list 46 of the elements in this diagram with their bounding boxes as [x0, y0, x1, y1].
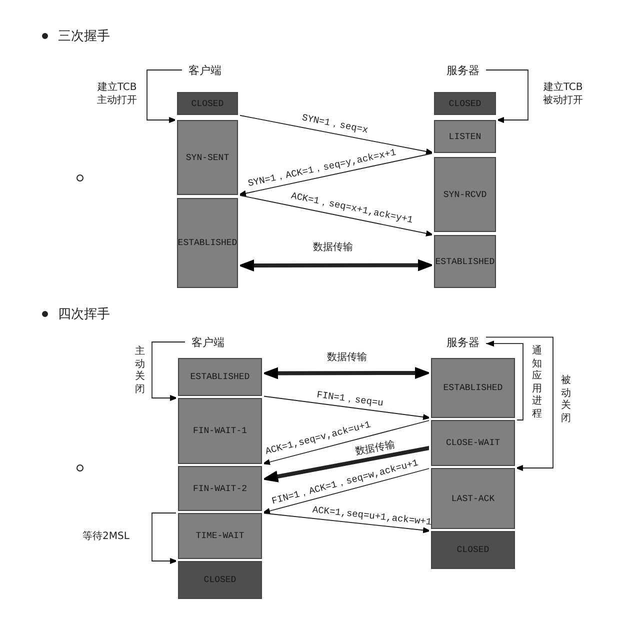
state-box: CLOSE-WAIT — [431, 420, 515, 466]
state-box: ESTABLISHED — [178, 358, 262, 396]
state-box: CLOSED — [434, 92, 496, 115]
host-label: 客户端 — [185, 334, 231, 350]
state-box: LAST-ACK — [431, 468, 515, 529]
edge-label: 被动关闭 — [560, 375, 572, 425]
bracket-arrow — [152, 342, 186, 401]
arrow — [262, 512, 432, 534]
state-box: CLOSED — [177, 92, 238, 115]
bracket-arrow — [486, 70, 528, 123]
edge-label: 主动关闭 — [134, 346, 146, 396]
state-box: CLOSED — [178, 561, 262, 599]
bracket-arrow — [146, 70, 182, 123]
arrow — [262, 420, 432, 465]
state-box: CLOSED — [431, 531, 515, 569]
arrow — [262, 446, 432, 482]
bracket-arrow — [486, 336, 554, 471]
state-box: ESTABLISHED — [177, 198, 238, 288]
state-box: SYN-RCVD — [434, 157, 496, 232]
double-arrow — [238, 259, 434, 272]
bracket-arrow — [486, 340, 524, 420]
edge-label: FIN=1，seq=u — [315, 388, 385, 410]
state-box: FIN-WAIT-2 — [178, 466, 262, 511]
section-heading: 四次挥手 — [58, 306, 110, 323]
bracket-arrow — [152, 512, 178, 564]
state-box: ESTABLISHED — [431, 358, 515, 418]
host-label: 服务器 — [440, 62, 486, 78]
state-box: FIN-WAIT-1 — [178, 398, 262, 464]
section-heading: 三次握手 — [58, 28, 110, 45]
edge-label: 等待2MSL — [82, 529, 130, 543]
arrow — [238, 152, 434, 196]
double-arrow — [262, 367, 431, 380]
state-box: SYN-SENT — [177, 120, 238, 195]
state-box: ESTABLISHED — [434, 235, 496, 288]
host-label: 客户端 — [182, 62, 228, 78]
edge-label: 数据传输 — [312, 240, 354, 254]
arrow — [238, 194, 434, 236]
edge-label: 数据传输 — [326, 350, 368, 364]
host-label: 服务器 — [440, 334, 486, 350]
state-box: TIME-WAIT — [178, 513, 262, 559]
arrow — [262, 396, 432, 420]
arrow — [238, 114, 434, 154]
edge-label: SYN=1，seq=x — [300, 111, 370, 137]
edge-label: 通知应用进程 — [530, 346, 544, 420]
arrow — [262, 468, 432, 514]
state-box: LISTEN — [434, 120, 496, 153]
